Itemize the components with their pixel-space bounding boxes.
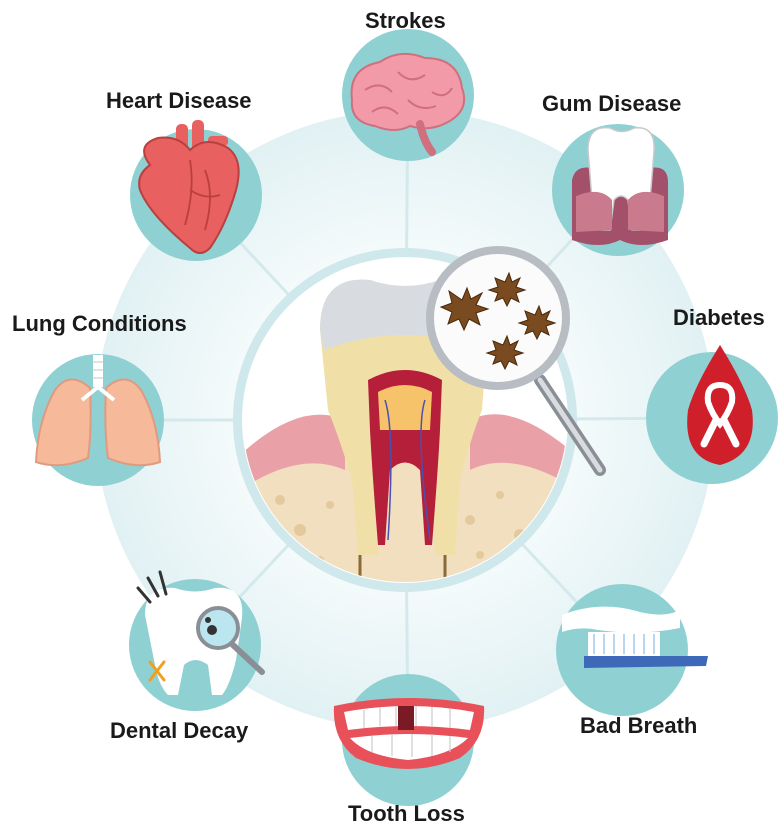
node-heart-disease[interactable]: [130, 120, 262, 261]
label-bad-breath: Bad Breath: [580, 715, 697, 737]
label-dental-decay: Dental Decay: [110, 720, 248, 742]
node-bad-breath[interactable]: [556, 584, 708, 716]
label-strokes: Strokes: [365, 10, 446, 32]
label-tooth-loss: Tooth Loss: [348, 803, 465, 825]
label-lung-conditions: Lung Conditions: [12, 313, 187, 335]
label-gum-disease: Gum Disease: [542, 93, 681, 115]
label-heart-disease: Heart Disease: [106, 90, 252, 112]
node-strokes[interactable]: [342, 29, 474, 161]
node-lung-conditions[interactable]: [32, 354, 164, 486]
label-diabetes: Diabetes: [673, 307, 765, 329]
node-gum-disease[interactable]: [552, 124, 684, 256]
